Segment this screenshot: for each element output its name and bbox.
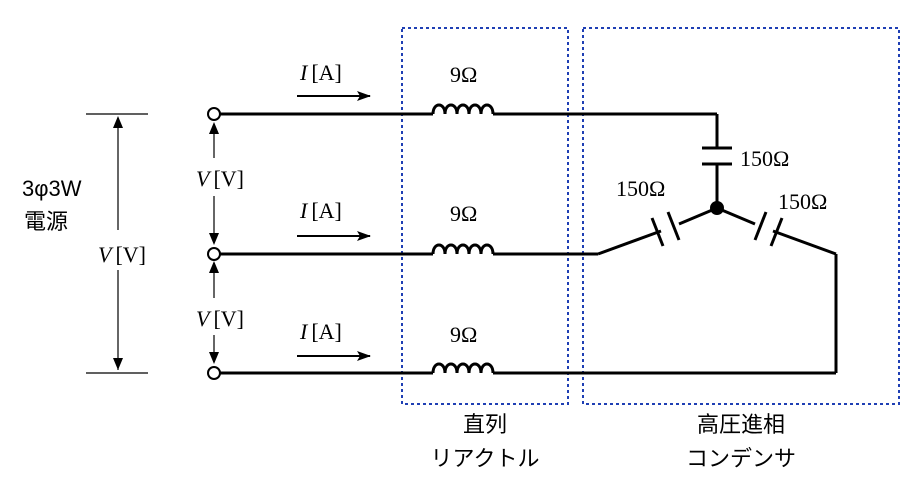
terminal-a — [207, 107, 221, 121]
current-label-3: I[A] — [299, 319, 342, 344]
capacitor-box-label-line2: コンデンサ — [686, 446, 796, 471]
reactor-coil-1 — [431, 103, 495, 115]
capacitor-box — [582, 27, 900, 405]
source-voltage-span — [86, 113, 148, 374]
reactor-box — [401, 27, 569, 405]
reactor-value-3: 9Ω — [450, 322, 477, 347]
capacitor-left — [650, 211, 681, 247]
capacitor-value-top: 150Ω — [740, 146, 789, 171]
line-voltage-label-upper: V[V] — [196, 166, 244, 191]
reactor-coil-2 — [431, 243, 495, 255]
capacitor-value-right: 150Ω — [778, 189, 827, 214]
reactor-value-2: 9Ω — [450, 201, 477, 226]
reactor-value-1: 9Ω — [450, 62, 477, 87]
line-1-wire — [220, 103, 719, 207]
capacitor-right — [753, 211, 784, 247]
source-name-label: 電源 — [24, 209, 68, 234]
source-voltage-label: V[V] — [98, 242, 146, 267]
current-label-1: I[A] — [299, 60, 342, 85]
current-label-2: I[A] — [299, 198, 342, 223]
current-arrows — [297, 91, 371, 361]
line-voltage-label-lower: V[V] — [196, 306, 244, 331]
line-voltage-arrows — [209, 122, 219, 364]
capacitor-top — [702, 146, 732, 166]
reactor-box-label-line2: リアクトル — [431, 446, 540, 471]
line-2-wire — [220, 206, 718, 256]
source-type-label: 3φ3W — [22, 176, 82, 201]
star-neutral-point — [710, 201, 724, 215]
capacitor-box-label-line1: 高圧進相 — [697, 412, 785, 437]
reactor-coil-3 — [431, 362, 495, 374]
line-3-wire — [220, 206, 838, 375]
reactor-box-label-line1: 直列 — [463, 412, 507, 437]
capacitor-value-left: 150Ω — [616, 176, 665, 201]
terminal-b — [207, 247, 221, 261]
terminal-c — [207, 366, 221, 380]
